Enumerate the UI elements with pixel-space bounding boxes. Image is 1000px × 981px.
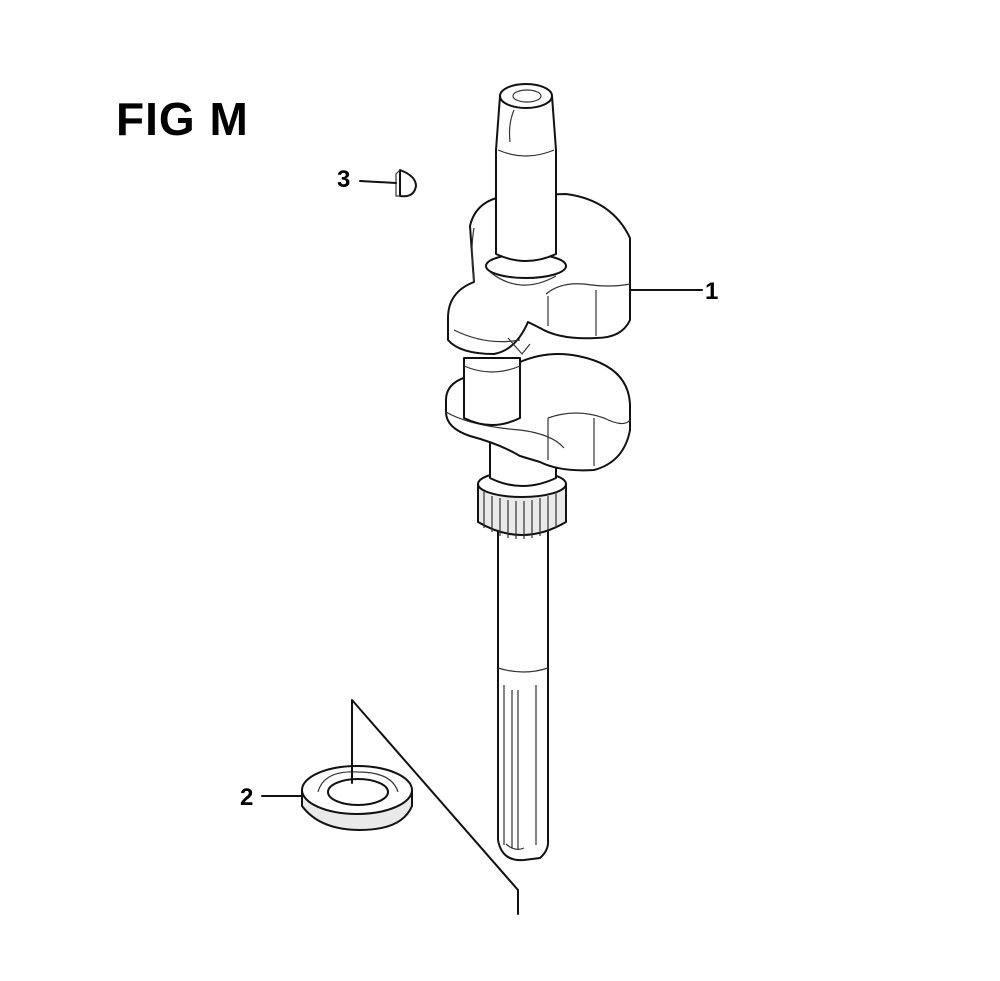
- leader-line-3: [359, 180, 397, 184]
- callout-label-2: 2: [240, 784, 254, 811]
- crankshaft-crank-pin: [463, 357, 521, 426]
- callout-label-3: 3: [337, 166, 351, 193]
- callout-label-1: 1: [705, 278, 719, 305]
- woodruff-key-part-3: [359, 169, 417, 198]
- crankshaft-part-1: [445, 83, 703, 862]
- washer-part-2: [261, 699, 519, 915]
- assembly-guide-line: [351, 699, 519, 915]
- figure-title: FIG M: [116, 93, 249, 145]
- crankshaft-lower-shaft: [497, 519, 550, 862]
- crankshaft-upper-counterweight: [447, 193, 631, 355]
- crankshaft-tapered-end: [495, 83, 557, 262]
